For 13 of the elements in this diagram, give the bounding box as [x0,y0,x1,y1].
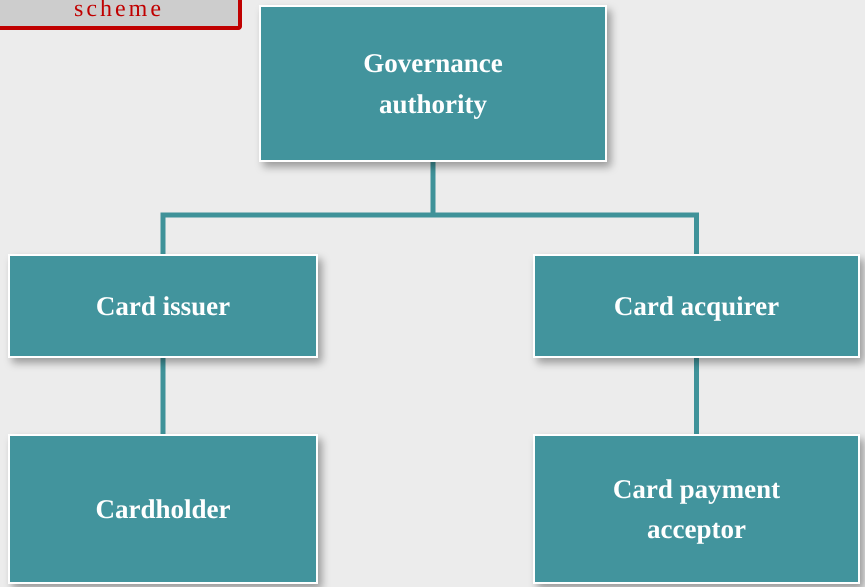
box-label: Card issuer [94,290,232,323]
box-label: Cardholder [94,492,232,526]
org-box [8,434,318,584]
title-tab [0,0,242,30]
connector-line [694,358,699,434]
connector-line [160,358,166,434]
box-label: Governance authority [362,47,504,121]
org-box [533,434,860,584]
box-label: Card acquirer [612,290,780,323]
box-label: Card payment acceptor [612,472,782,546]
org-box [533,254,860,358]
org-box [259,5,607,162]
org-box [8,254,318,358]
